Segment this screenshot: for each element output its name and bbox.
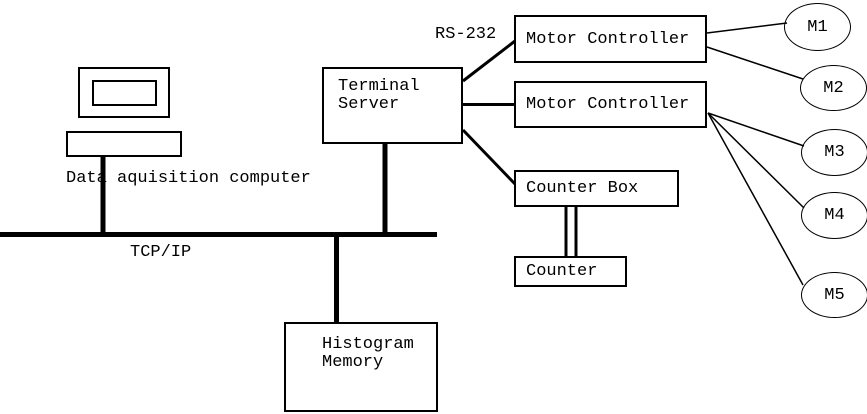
link-mc1-m2 bbox=[706, 46, 804, 80]
link-terminal-server-motor-controller-1 bbox=[462, 39, 516, 83]
node-motor-m3: M3 bbox=[801, 129, 867, 176]
motor-m5-label: M5 bbox=[824, 285, 845, 305]
counter-label: Counter bbox=[526, 262, 598, 281]
node-terminal-server: Terminal Server bbox=[322, 67, 463, 144]
node-motor-m5: M5 bbox=[801, 272, 867, 318]
node-counter-box: Counter Box bbox=[514, 170, 679, 207]
node-motor-controller-2: Motor Controller bbox=[514, 81, 707, 128]
histogram-memory-label-line1: Histogram bbox=[322, 335, 414, 354]
motor-m1-label: M1 bbox=[807, 17, 828, 37]
data-acquisition-computer-label: Data aquisition computer bbox=[66, 169, 311, 188]
computer-screen-icon bbox=[92, 80, 157, 106]
link-terminal-server-counter-box bbox=[461, 128, 517, 186]
node-motor-m2: M2 bbox=[800, 65, 867, 111]
motor-controller-1-label: Motor Controller bbox=[526, 29, 690, 49]
node-motor-m1: M1 bbox=[784, 3, 851, 51]
link-mc2-m3 bbox=[707, 112, 805, 147]
motor-m3-label: M3 bbox=[824, 143, 845, 162]
link-mc2-m5 bbox=[707, 112, 804, 286]
counter-box-label: Counter Box bbox=[526, 179, 639, 198]
motor-controller-2-label: Motor Controller bbox=[526, 95, 690, 114]
node-motor-m4: M4 bbox=[801, 192, 867, 239]
node-motor-controller-1: Motor Controller bbox=[514, 15, 707, 63]
motor-m2-label: M2 bbox=[823, 78, 844, 98]
terminal-server-label-line1: Terminal bbox=[338, 77, 420, 96]
motor-m4-label: M4 bbox=[824, 206, 845, 225]
link-mc1-m1 bbox=[706, 22, 788, 34]
link-mc2-m4 bbox=[707, 112, 805, 209]
histogram-memory-label-line2: Memory bbox=[322, 352, 384, 372]
rs232-label: RS-232 bbox=[435, 25, 497, 44]
node-counter: Counter bbox=[514, 256, 627, 287]
terminal-server-label-line2: Server bbox=[338, 94, 400, 114]
tcpip-label: TCP/IP bbox=[130, 243, 192, 262]
computer-keyboard-icon bbox=[66, 131, 182, 157]
node-histogram-memory: Histogram Memory bbox=[284, 322, 438, 412]
